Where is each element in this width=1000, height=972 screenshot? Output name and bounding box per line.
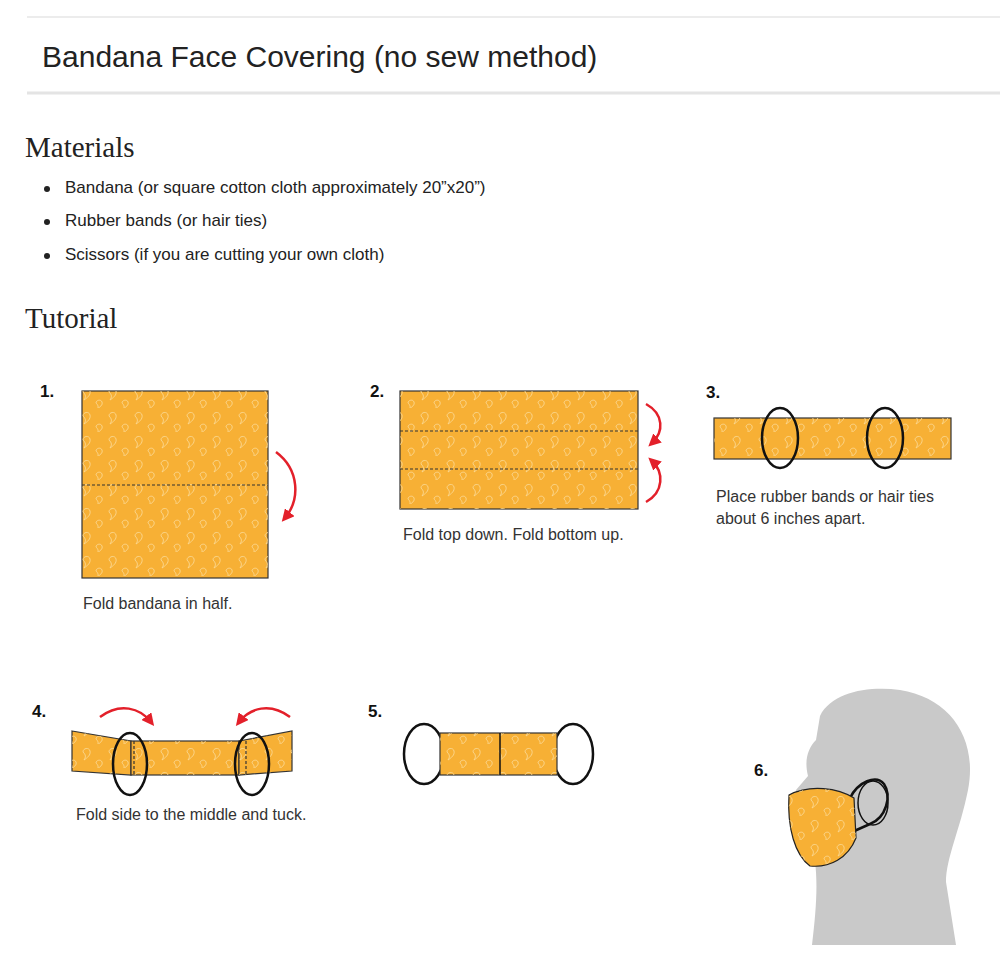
header-rule — [27, 16, 1000, 18]
bullet — [44, 219, 50, 225]
material-item: Bandana (or square cotton cloth approxim… — [65, 178, 486, 198]
step-caption: Fold bandana in half. — [83, 594, 232, 613]
finished-mask — [404, 724, 593, 784]
header-rule — [27, 92, 1000, 95]
folded-bandana — [400, 391, 660, 509]
page-title: Bandana Face Covering (no sew method) — [42, 39, 597, 75]
step-caption: Fold top down. Fold bottom up. — [403, 525, 624, 544]
step-caption: Fold side to the middle and tuck. — [76, 805, 306, 824]
section-heading: Materials — [25, 130, 135, 165]
strip-folding — [72, 708, 292, 795]
strip-with-bands — [714, 408, 951, 468]
head-wearing-mask — [789, 689, 970, 945]
step-number: 1. — [40, 382, 54, 402]
step-caption: Place rubber bands or hair ties about 6 … — [716, 486, 966, 530]
material-item: Rubber bands (or hair ties) — [65, 211, 267, 231]
bullet — [44, 186, 50, 192]
step-number: 6. — [754, 761, 768, 781]
section-heading: Tutorial — [25, 301, 117, 336]
step-number: 3. — [706, 383, 720, 403]
step-number: 4. — [32, 702, 46, 722]
bullet — [44, 253, 50, 259]
bandana-square — [82, 391, 295, 578]
step-number: 2. — [370, 382, 384, 402]
material-item: Scissors (if you are cutting your own cl… — [65, 245, 384, 265]
step-number: 5. — [368, 702, 382, 722]
